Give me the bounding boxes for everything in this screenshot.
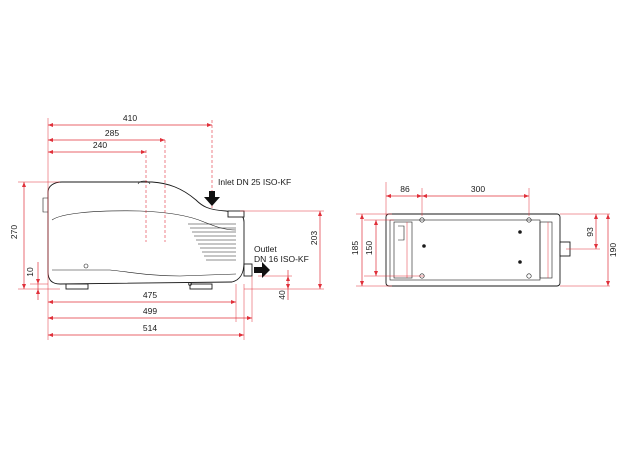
dim-150-label: 150 <box>364 241 374 255</box>
dim-40: 40 <box>277 270 290 300</box>
pump-left-cap <box>42 197 48 213</box>
bolt-icon <box>518 260 522 264</box>
dim-514-label: 514 <box>143 323 157 333</box>
dim-190-label: 190 <box>608 243 618 257</box>
pump-body-lower-line <box>52 269 237 277</box>
dim-285: 285 <box>48 128 165 142</box>
dim-40-label: 40 <box>277 290 287 300</box>
bolt-icon <box>422 244 426 248</box>
dim-499: 499 <box>48 306 252 320</box>
top-view: 86 300 185 150 93 <box>350 182 618 287</box>
top-right-bracket <box>539 221 553 279</box>
dim-270: 270 <box>9 182 26 289</box>
dim-203: 203 <box>309 211 322 289</box>
dim-514: 514 <box>48 323 244 337</box>
dim-10-label: 10 <box>25 267 35 277</box>
dim-86: 86 <box>386 184 422 198</box>
dim-475: 475 <box>48 290 236 304</box>
dim-203-label: 203 <box>309 231 319 245</box>
inlet-label: Inlet DN 25 ISO-KF <box>218 177 291 187</box>
side-view: 410 285 240 270 10 <box>9 113 324 340</box>
outlet-port <box>243 263 253 277</box>
dim-300: 300 <box>422 184 529 198</box>
foot-right <box>189 283 213 290</box>
outlet-label-line2: DN 16 ISO-KF <box>254 254 309 264</box>
top-left-bracket <box>393 221 413 279</box>
dim-300-label: 300 <box>471 184 485 194</box>
pump-handle <box>137 180 151 185</box>
dim-93-label: 93 <box>585 227 595 237</box>
top-left-hook <box>398 225 405 241</box>
dim-410: 410 <box>48 113 212 127</box>
dim-240-label: 240 <box>93 140 107 150</box>
dim-190: 190 <box>606 214 618 286</box>
dim-285-label: 285 <box>105 128 119 138</box>
dim-270-label: 270 <box>9 225 19 239</box>
dim-150: 150 <box>364 220 378 276</box>
dim-10: 10 <box>25 262 40 300</box>
screw-icon <box>188 282 192 286</box>
dim-86-label: 86 <box>400 184 410 194</box>
mount-hole-icon <box>526 217 532 223</box>
pump-body-cowl-line <box>51 210 237 231</box>
dim-499-label: 499 <box>143 306 157 316</box>
foot-left <box>65 283 89 290</box>
mount-hole-icon <box>419 217 425 223</box>
dim-240: 240 <box>48 140 146 154</box>
dim-93: 93 <box>585 214 598 249</box>
outlet-label-line1: Outlet <box>254 244 277 254</box>
dim-185-label: 185 <box>350 241 360 255</box>
mount-hole-icon <box>526 273 532 279</box>
inlet-flange <box>227 210 245 218</box>
bolt-icon <box>518 230 522 234</box>
outlet-arrow-icon <box>254 262 270 278</box>
cooling-fins <box>188 223 236 261</box>
dim-410-label: 410 <box>123 113 137 123</box>
screw-icon <box>83 263 89 269</box>
dim-475-label: 475 <box>143 290 157 300</box>
inlet-arrow-icon <box>204 191 220 206</box>
dim-185: 185 <box>350 214 364 286</box>
